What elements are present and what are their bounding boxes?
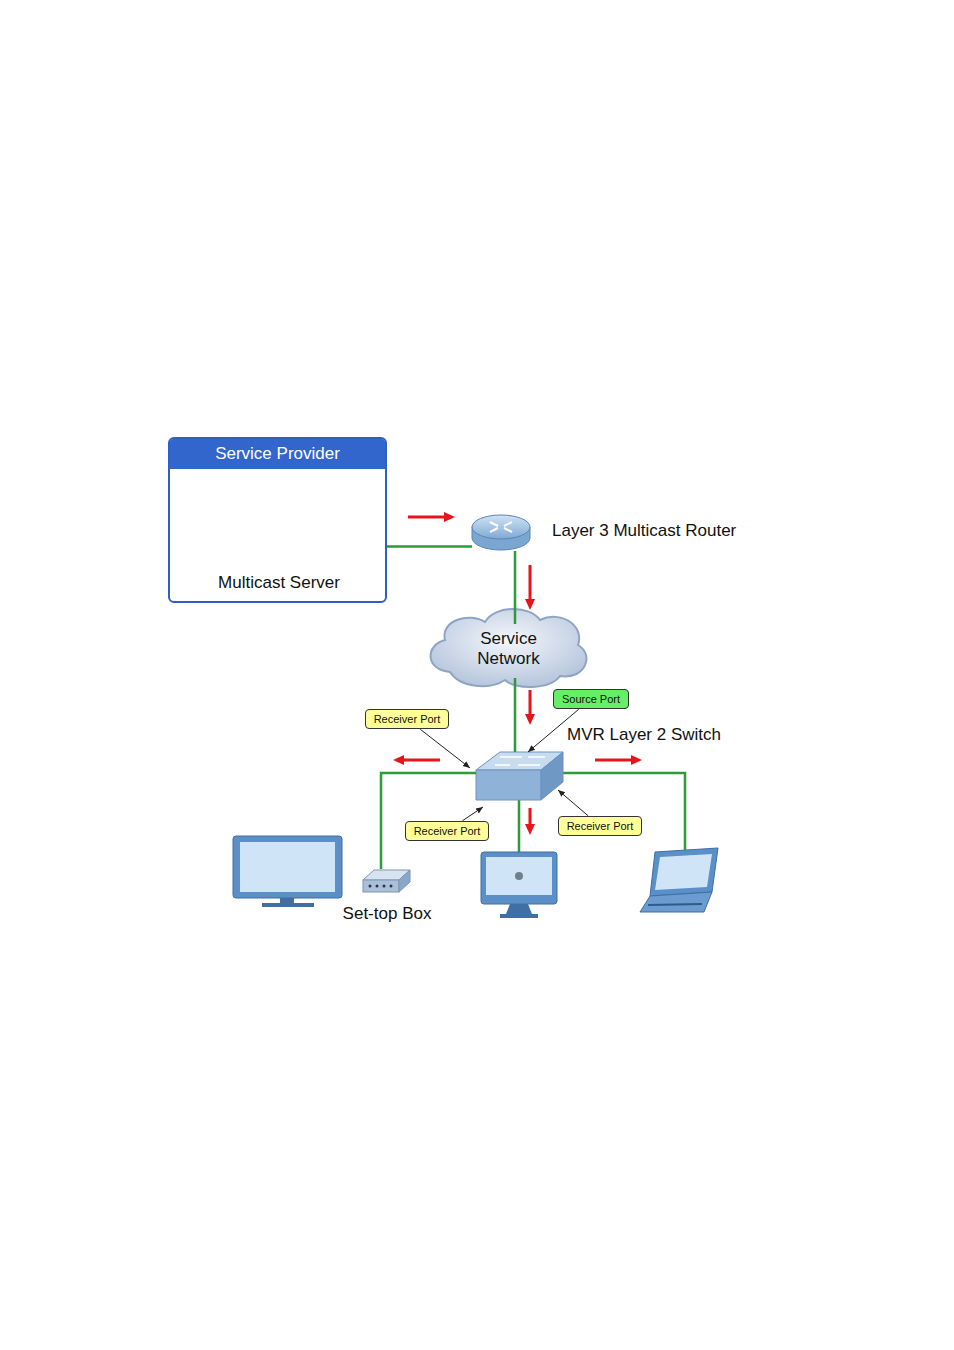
- desktop-icon: [481, 852, 557, 918]
- switch-icon: [476, 752, 563, 800]
- laptop-icon: [640, 848, 718, 912]
- router-node: Layer 3 Multicast Router: [472, 514, 530, 551]
- node-label: Set-top Box: [343, 904, 432, 924]
- switch-node: MVR Layer 2 Switch: [476, 751, 563, 801]
- provider-box: Service ProviderMulticast Server: [168, 437, 387, 603]
- node-label: Service Provider: [215, 444, 340, 464]
- monitor-icon: [233, 836, 342, 907]
- source-port-callout: Source Port: [553, 689, 629, 710]
- receiver-port-callout: Receiver Port: [365, 709, 450, 730]
- green-wire: [514, 551, 517, 624]
- leader-arrow: [420, 729, 470, 768]
- node-label: Receiver Port: [414, 825, 481, 838]
- server-node: Multicast Server: [230, 497, 328, 560]
- set-top-box-node: Set-top Box: [363, 869, 411, 893]
- set-top-box-icon: [363, 870, 410, 892]
- cloud-node: Service Network: [432, 612, 585, 686]
- leader-arrow: [463, 807, 484, 821]
- node-label: Layer 3 Multicast Router: [552, 521, 736, 541]
- receiver-port-callout: Receiver Port: [405, 821, 490, 842]
- receiver-port-callout: Receiver Port: [558, 816, 643, 837]
- cloud-shape: [431, 609, 587, 687]
- node-label: Service Network: [464, 629, 554, 668]
- node-label: Receiver Port: [374, 713, 441, 726]
- node-label: MVR Layer 2 Switch: [567, 725, 721, 745]
- leader-arrow: [558, 790, 588, 816]
- node-label: Receiver Port: [567, 820, 634, 833]
- router-icon: [472, 515, 530, 550]
- node-label: Multicast Server: [218, 573, 340, 593]
- green-wire: [514, 678, 517, 752]
- node-label: Source Port: [562, 693, 620, 706]
